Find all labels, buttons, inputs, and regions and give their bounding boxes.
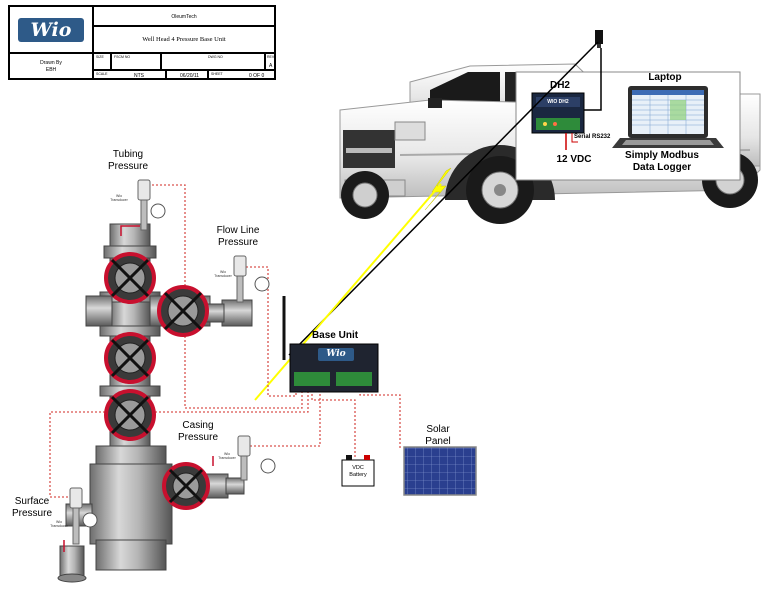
rev-label: REV <box>267 55 275 59</box>
dh2-label: DH2 <box>549 80 570 91</box>
sheet-value: 0 OF 0 <box>249 73 265 79</box>
rf-link-line <box>288 41 599 356</box>
valve-casing <box>162 462 210 510</box>
logger-line2: Data Logger <box>632 162 692 173</box>
battery <box>341 455 375 487</box>
solar-panel-label: Solar Panel <box>408 424 468 448</box>
casing-pressure-label: Casing Pressure <box>168 420 228 444</box>
surface-pressure-label: Surface Pressure <box>10 496 54 520</box>
logger-line1: Simply Modbus <box>625 150 699 161</box>
valve-wing <box>157 285 209 337</box>
surface-transducer-label: Wio Transducer <box>44 520 74 528</box>
flowline-transducer-line2: Transducer <box>214 274 232 278</box>
tubing-transducer <box>120 179 166 236</box>
base-unit <box>282 296 379 393</box>
drawn-by-value: EBH <box>45 67 57 73</box>
surface-pressure-line1: Surface <box>14 496 50 507</box>
roof-antenna <box>595 30 603 44</box>
date-value: 06/20/11 <box>180 73 200 79</box>
company-cell: OleumTech <box>93 6 275 26</box>
valve-lower <box>104 389 156 441</box>
sheet-cell: SHEET 0 OF 0 <box>208 70 275 79</box>
date-cell: 06/20/11 <box>166 70 208 79</box>
company-name: OleumTech <box>171 14 197 20</box>
flow-line-pressure-line2: Pressure <box>217 237 258 248</box>
sheet-label: SHEET <box>211 72 223 76</box>
rf-link-yellow <box>254 183 442 401</box>
casing-transducer-line1: Wio <box>223 452 231 456</box>
battery-line2: Battery <box>349 472 367 478</box>
dh2-screen-logo: WIO DH2 <box>547 99 569 105</box>
scale-value: NTS <box>134 73 144 79</box>
laptop-label: Laptop <box>648 72 682 83</box>
casing-transducer <box>212 435 276 481</box>
flowline-transducer <box>233 255 270 303</box>
dwg-label: DWG NO <box>208 55 223 59</box>
drawn-by-cell: Drawn By EBH <box>9 53 93 79</box>
antenna-mount <box>597 44 601 48</box>
tubing-pressure-label: Tubing Pressure <box>100 149 156 173</box>
casing-pressure-line2: Pressure <box>177 432 218 443</box>
solar-panel <box>403 446 477 496</box>
flow-line-pressure-label: Flow Line Pressure <box>206 225 270 249</box>
solar-panel-line2: Panel <box>425 436 451 447</box>
scale-label: SCALE <box>96 72 108 76</box>
base-unit-logo: Wio <box>326 349 346 359</box>
title-block: Wio OleumTech Well Head 4 Pressure Base … <box>8 5 276 80</box>
dwg-cell: DWG NO <box>161 53 265 70</box>
laptop <box>612 86 724 148</box>
drawing-title-cell: Well Head 4 Pressure Base Unit <box>93 26 275 53</box>
serial-rs232-label: Serial RS232 <box>574 134 611 140</box>
sensor-wiring <box>49 184 401 498</box>
tubing-pressure-line1: Tubing <box>112 149 144 160</box>
solar-panel-line1: Solar <box>426 424 450 435</box>
surface-transducer-line1: Wio <box>55 520 63 524</box>
logo-text: Wio <box>30 19 72 41</box>
valve-middle <box>104 332 156 384</box>
casing-transducer-line2: Transducer <box>218 456 236 460</box>
casing-transducer-label: Wio Transducer <box>212 452 242 460</box>
size-cell: SIZE <box>93 53 111 70</box>
vdc12-label: 12 VDC <box>556 154 592 165</box>
tubing-transducer-line2: Transducer <box>110 198 128 202</box>
battery-line1: VDC <box>352 465 364 471</box>
casing-pressure-line1: Casing <box>182 420 214 431</box>
flowline-transducer-label: Wio Transducer <box>208 270 238 278</box>
wio-logo: Wio <box>18 18 84 42</box>
flowline-transducer-line1: Wio <box>219 270 227 274</box>
flow-line-pressure-line1: Flow Line <box>216 225 260 236</box>
antenna-cable <box>578 48 602 111</box>
fscm-cell: FSCM NO <box>111 53 161 70</box>
drawing-title: Well Head 4 Pressure Base Unit <box>142 36 226 43</box>
logo-cell: Wio <box>9 6 93 53</box>
rev-value: A <box>269 63 273 69</box>
size-label: SIZE <box>96 55 104 59</box>
surface-transducer <box>63 487 98 552</box>
drawn-by-label: Drawn By <box>40 60 62 66</box>
tubing-pressure-line2: Pressure <box>107 161 148 172</box>
base-unit-label: Base Unit <box>311 330 359 341</box>
rev-cell: REV A <box>265 53 275 70</box>
battery-label: VDC Battery <box>342 465 374 479</box>
tubing-transducer-line1: Wio <box>115 194 123 198</box>
logger-label: Simply Modbus Data Logger <box>616 150 708 174</box>
surface-pressure-line2: Pressure <box>11 508 52 519</box>
tubing-transducer-label: Wio Transducer <box>104 194 134 202</box>
fscm-label: FSCM NO <box>114 55 131 59</box>
surface-transducer-line2: Transducer <box>50 524 68 528</box>
valve-upper <box>104 252 156 304</box>
dh2-serial-lead <box>571 133 578 143</box>
scale-cell: SCALE NTS <box>93 70 166 79</box>
